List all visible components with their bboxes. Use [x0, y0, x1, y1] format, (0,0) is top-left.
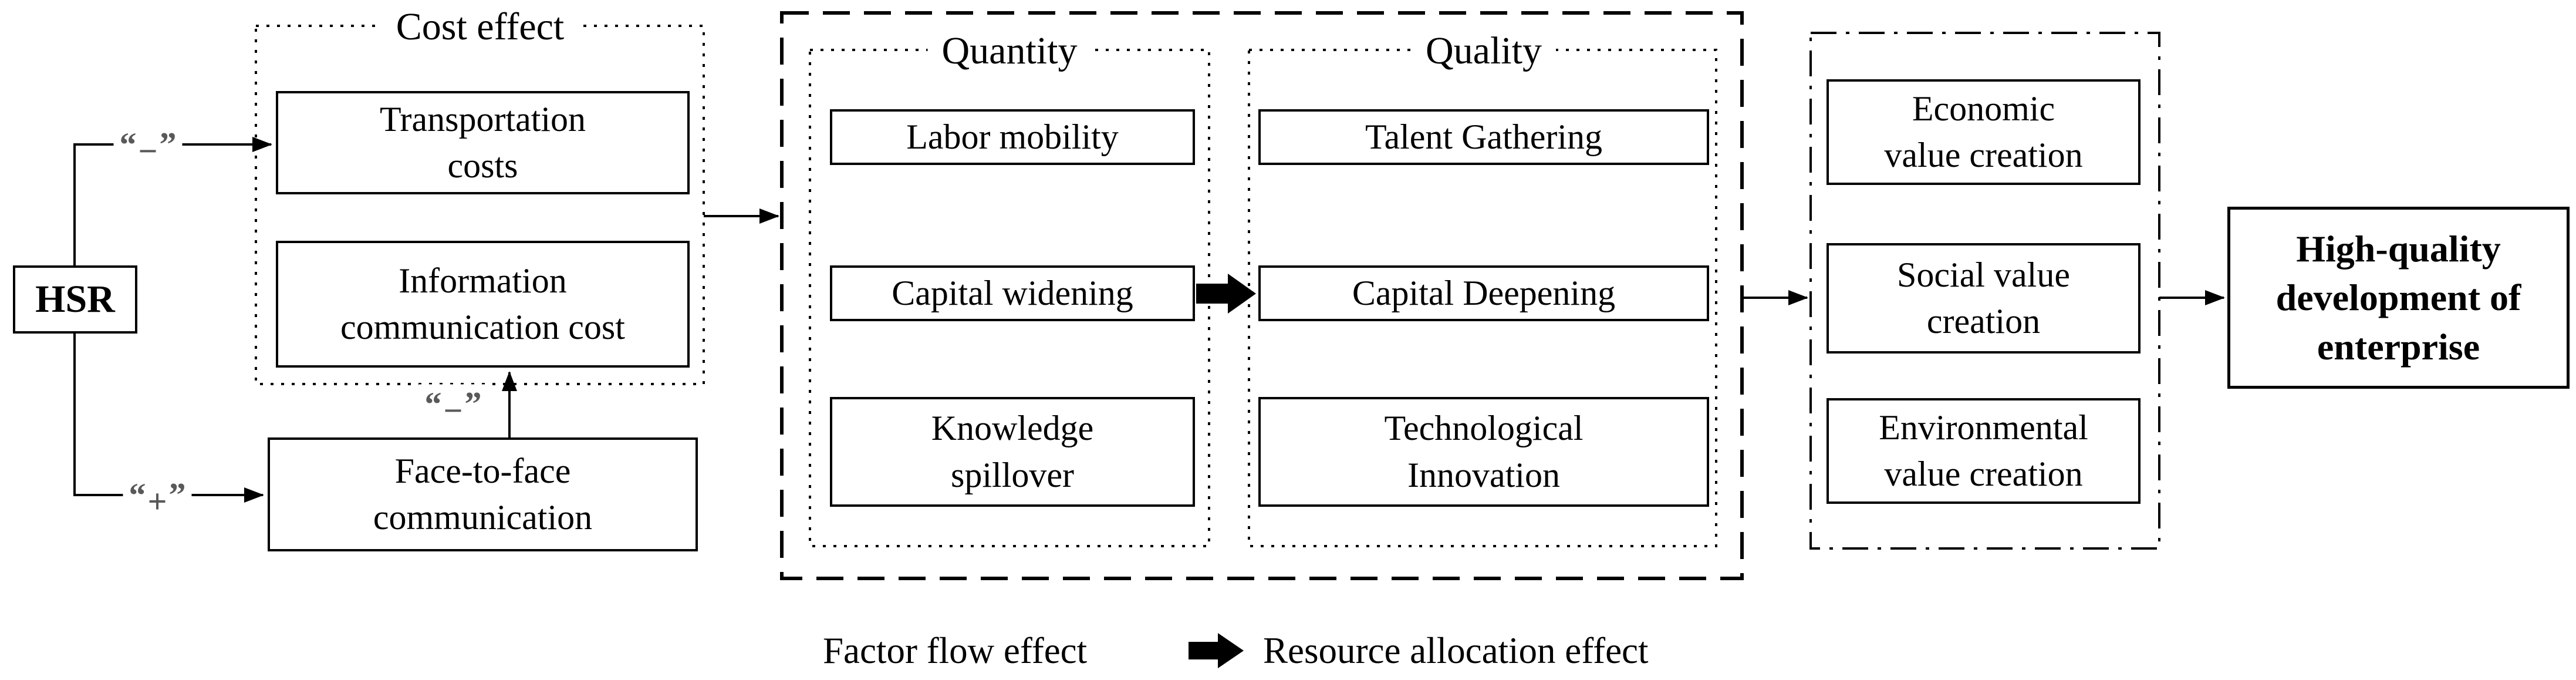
plus-sign: +: [147, 482, 167, 521]
box-label-line: Innovation: [1407, 455, 1560, 494]
cost-effect-title: Cost effect: [381, 5, 579, 49]
quote-close: ”: [464, 385, 482, 423]
quote-open: “: [119, 125, 137, 164]
box-label-line: Social value: [1897, 255, 2070, 294]
box-label-line: Talent Gathering: [1365, 117, 1602, 156]
transportation-costs-box: Transportation costs: [276, 91, 690, 194]
box-label-line: Transportation: [379, 99, 586, 139]
quantity-to-quality-block-arrow: [1196, 274, 1256, 314]
box-label-line: Information: [399, 261, 567, 300]
box-label-line: Knowledge: [931, 409, 1094, 448]
legend-factor-flow-label: Factor flow effect: [823, 630, 1088, 671]
box-label-line: communication: [373, 498, 593, 537]
minus-sign: −: [443, 391, 463, 430]
talent-gathering-box: Talent Gathering: [1258, 109, 1709, 165]
environmental-value-creation-box: Environmental value creation: [1827, 398, 2141, 504]
box-label-line: Labor mobility: [906, 117, 1119, 156]
box-label-line: enterprise: [2317, 325, 2480, 368]
box-label-line: Economic: [1912, 89, 2055, 128]
quality-title: Quality: [1412, 29, 1556, 73]
information-communication-cost-box: Information communication cost: [276, 241, 690, 368]
social-value-creation-box: Social value creation: [1827, 243, 2141, 354]
quote-open: “: [129, 476, 146, 514]
box-label-line: development of: [2275, 277, 2521, 319]
high-quality-development-box: High-quality development of enterprise: [2227, 207, 2570, 389]
economic-value-creation-box: Economic value creation: [1827, 79, 2141, 185]
box-label-line: Capital widening: [892, 273, 1133, 312]
quote-open: “: [424, 385, 442, 423]
minus-edge-label-face-to-information: “−”: [418, 384, 488, 430]
box-label-line: Face-to-face: [394, 451, 571, 490]
plus-edge-label-hsr-to-face: “+”: [123, 475, 192, 521]
knowledge-spillover-box: Knowledge spillover: [830, 397, 1195, 507]
box-label-line: creation: [1926, 302, 2041, 341]
hsr-box: HSR: [13, 265, 137, 334]
box-label-line: spillover: [951, 455, 1074, 494]
hsr-to-transportation-connector: [73, 137, 272, 265]
box-label-line: communication cost: [340, 308, 625, 346]
hsr-label: HSR: [35, 278, 115, 321]
box-label-line: High-quality: [2296, 228, 2501, 270]
box-label-line: Capital Deepening: [1352, 273, 1616, 312]
box-label-line: Technological: [1384, 409, 1584, 448]
minus-sign: −: [138, 132, 158, 170]
capital-deepening-box: Capital Deepening: [1258, 265, 1709, 321]
quote-close: ”: [159, 125, 177, 164]
box-label-line: Environmental: [1879, 408, 2088, 447]
legend-resource-allocation-label: Resource allocation effect: [1263, 630, 1649, 671]
capital-widening-box: Capital widening: [830, 265, 1195, 321]
box-label-line: costs: [447, 146, 518, 185]
quantity-title: Quantity: [927, 29, 1092, 73]
quote-close: ”: [168, 476, 186, 514]
hsr-to-face-connector: [73, 334, 264, 503]
factor-resource-container-border: [780, 11, 1744, 580]
technological-innovation-box: Technological Innovation: [1258, 397, 1709, 507]
labor-mobility-box: Labor mobility: [830, 109, 1195, 165]
box-label-line: value creation: [1884, 136, 2083, 174]
legend-block-arrow: [1189, 633, 1244, 668]
face-to-face-communication-box: Face-to-face communication: [268, 437, 698, 551]
minus-edge-label-hsr-to-cost: “−”: [113, 124, 183, 170]
box-label-line: value creation: [1884, 455, 2083, 493]
